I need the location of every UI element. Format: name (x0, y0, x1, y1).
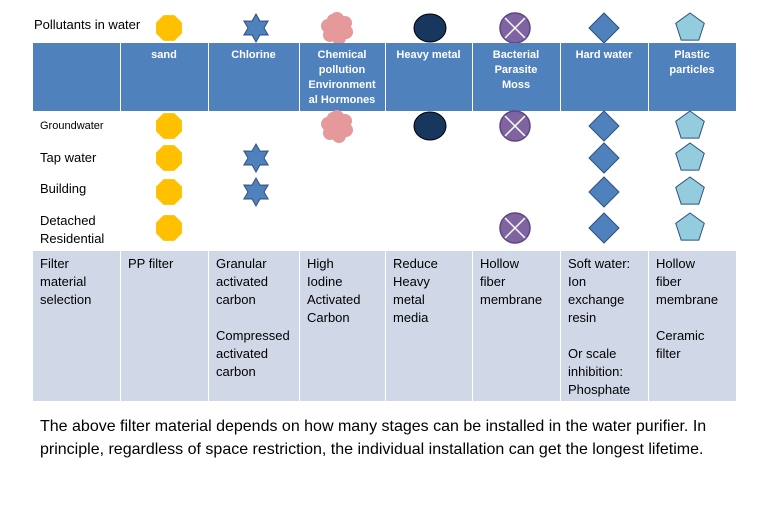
column-divider (120, 251, 121, 401)
star-blue-icon (242, 12, 270, 44)
column-divider (648, 251, 649, 401)
filter-material-cell: Soft water: Ion exchange resin Or scale … (568, 256, 631, 397)
octagon-yellow-icon (156, 15, 182, 41)
pentagon-lightblue-icon (675, 142, 705, 171)
column-divider (472, 251, 473, 401)
column-header: sand (151, 49, 177, 61)
column-divider (208, 251, 209, 401)
diamond-blue-icon (588, 12, 620, 44)
column-divider (299, 251, 300, 401)
crossed-circle-purple-icon (499, 110, 531, 142)
column-divider (560, 43, 561, 111)
column-divider (472, 43, 473, 111)
pentagon-lightblue-icon (675, 212, 705, 241)
cloud-pink-icon (321, 12, 353, 45)
column-divider (385, 251, 386, 401)
row-label: Groundwater (40, 120, 104, 132)
circle-navy-icon (413, 13, 447, 43)
filter-material-cell: Hollow fiber membrane (480, 256, 543, 307)
octagon-yellow-icon (156, 215, 182, 241)
footnote: The above filter material depends on how… (40, 418, 707, 458)
pentagon-lightblue-icon (675, 110, 705, 139)
star-blue-icon (242, 176, 270, 208)
diamond-blue-icon (588, 142, 620, 174)
star-blue-icon (242, 142, 270, 174)
header-band (33, 43, 736, 111)
row-label: Building (40, 181, 87, 196)
diamond-blue-icon (588, 110, 620, 142)
column-divider (120, 43, 121, 111)
filter-material-cell: Reduce Heavy metal media (393, 256, 438, 325)
octagon-yellow-icon (156, 145, 182, 171)
column-header: Heavy metal (396, 49, 461, 61)
column-divider (648, 43, 649, 111)
octagon-yellow-icon (156, 179, 182, 205)
column-divider (385, 43, 386, 111)
column-divider (299, 43, 300, 111)
filter-material-cell: PP filter (128, 256, 174, 271)
column-header: Plastic particles (669, 49, 715, 76)
column-header: Hard water (575, 49, 633, 61)
column-divider (560, 251, 561, 401)
filter-material-cell: High Iodine Activated Carbon (307, 256, 361, 325)
crossed-circle-purple-icon (499, 212, 531, 244)
filter-material-cell: Granular activated carbon Compressed act… (216, 256, 290, 379)
column-header: Bacterial Parasite Moss (492, 49, 540, 91)
chart-title: Pollutants in water (34, 17, 141, 32)
column-header: Chlorine (231, 49, 276, 61)
column-header: Chemical pollution Environment al Hormon… (308, 49, 376, 106)
row-label: Detached Residential (40, 213, 105, 246)
circle-navy-icon (413, 111, 447, 141)
pentagon-lightblue-icon (675, 176, 705, 205)
cloud-pink-icon (321, 110, 353, 143)
column-divider (208, 43, 209, 111)
row-label: Tap water (40, 150, 97, 165)
crossed-circle-purple-icon (499, 12, 531, 44)
pentagon-lightblue-icon (675, 12, 705, 41)
filter-band (33, 251, 736, 401)
filter-material-cell: Hollow fiber membrane Ceramic filter (656, 256, 719, 361)
diamond-blue-icon (588, 176, 620, 208)
diamond-blue-icon (588, 212, 620, 244)
filter-row-label: Filter material selection (40, 256, 92, 307)
octagon-yellow-icon (156, 113, 182, 139)
